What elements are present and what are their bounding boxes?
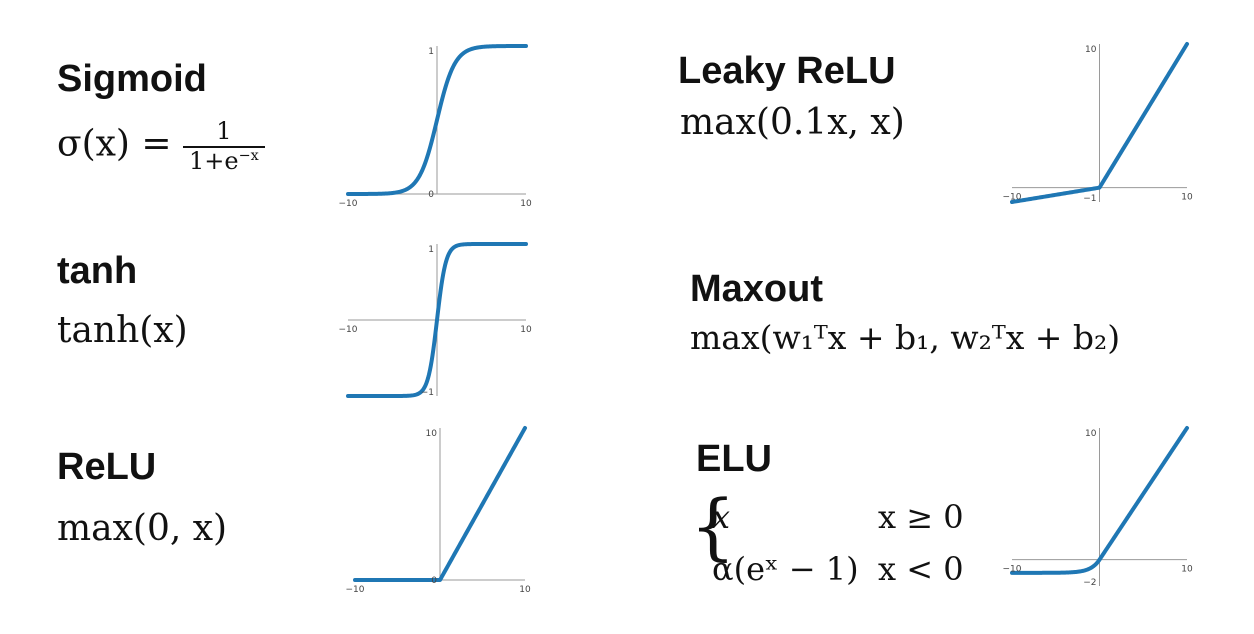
elu-curve — [1010, 426, 1189, 575]
elu-formula: { x x ≥ 0 α(eˣ − 1) x < 0 — [690, 490, 980, 594]
maxout-formula: max(w₁ᵀx + b₁, w₂ᵀx + b₂) — [690, 318, 1121, 357]
sigmoid-tick-origin: 0 — [428, 190, 434, 200]
sigmoid-denominator-base: 1+e — [189, 146, 239, 175]
leaky-tick-ymin: −1 — [1083, 194, 1096, 204]
relu-plot: −10 10 10 0 — [346, 426, 531, 595]
sigmoid-tick-ymax: 1 — [428, 47, 434, 57]
elu-case2-cond: x < 0 — [878, 550, 964, 588]
leaky-relu-title: Leaky ReLU — [678, 50, 896, 92]
tanh-tick-ymax: 1 — [428, 245, 434, 255]
elu-tick-ymin: −2 — [1083, 578, 1096, 588]
elu-tick-xmax: 10 — [1181, 565, 1193, 575]
sigmoid-denominator-exp: −x — [238, 147, 259, 164]
relu-tick-origin: 0 — [431, 576, 437, 586]
sigmoid-formula-lhs: σ(x) = — [57, 123, 172, 165]
relu-title: ReLU — [57, 446, 157, 488]
sigmoid-fraction: 1 1+e−x — [183, 117, 265, 176]
elu-title: ELU — [696, 438, 772, 480]
tanh-plot: −10 10 1 −1 — [339, 242, 532, 398]
sigmoid-denominator: 1+e−x — [183, 146, 265, 176]
tanh-curve — [346, 242, 528, 398]
maxout-title: Maxout — [690, 268, 823, 310]
tanh-tick-xmin: −10 — [339, 325, 358, 335]
sigmoid-numerator: 1 — [183, 117, 265, 148]
elu-tick-ymax: 10 — [1085, 429, 1097, 439]
leaky-tick-ymax: 10 — [1085, 45, 1097, 55]
leaky-relu-formula: max(0.1x, x) — [680, 102, 905, 143]
tanh-tick-ymin: −1 — [421, 388, 434, 398]
leaky-tick-xmax: 10 — [1181, 193, 1193, 203]
elu-case1-cond: x ≥ 0 — [878, 498, 964, 536]
leaky-tick-xmin: −10 — [1003, 193, 1022, 203]
leaky-relu-plot: −10 10 10 −1 — [1003, 42, 1193, 204]
leaky-curve — [1010, 42, 1189, 204]
relu-curve — [353, 426, 527, 582]
sigmoid-tick-xmax: 10 — [520, 199, 532, 209]
elu-tick-xmin: −10 — [1003, 565, 1022, 575]
elu-case1-expr: x — [712, 498, 731, 536]
tanh-tick-xmax: 10 — [520, 325, 532, 335]
tanh-title: tanh — [57, 250, 138, 292]
relu-tick-xmax: 10 — [519, 585, 531, 595]
elu-plot: −10 10 10 −2 — [1003, 426, 1193, 588]
elu-brace: { — [690, 484, 736, 568]
sigmoid-curve — [346, 44, 528, 196]
tanh-formula: tanh(x) — [57, 310, 188, 351]
relu-tick-ymax: 10 — [426, 429, 438, 439]
relu-tick-xmin: −10 — [346, 585, 365, 595]
sigmoid-formula: σ(x) = 1 1+e−x — [57, 117, 265, 176]
sigmoid-title: Sigmoid — [57, 58, 207, 100]
elu-case2-expr: α(eˣ − 1) — [712, 550, 859, 588]
sigmoid-tick-xmin: −10 — [339, 199, 358, 209]
relu-formula: max(0, x) — [57, 508, 228, 549]
